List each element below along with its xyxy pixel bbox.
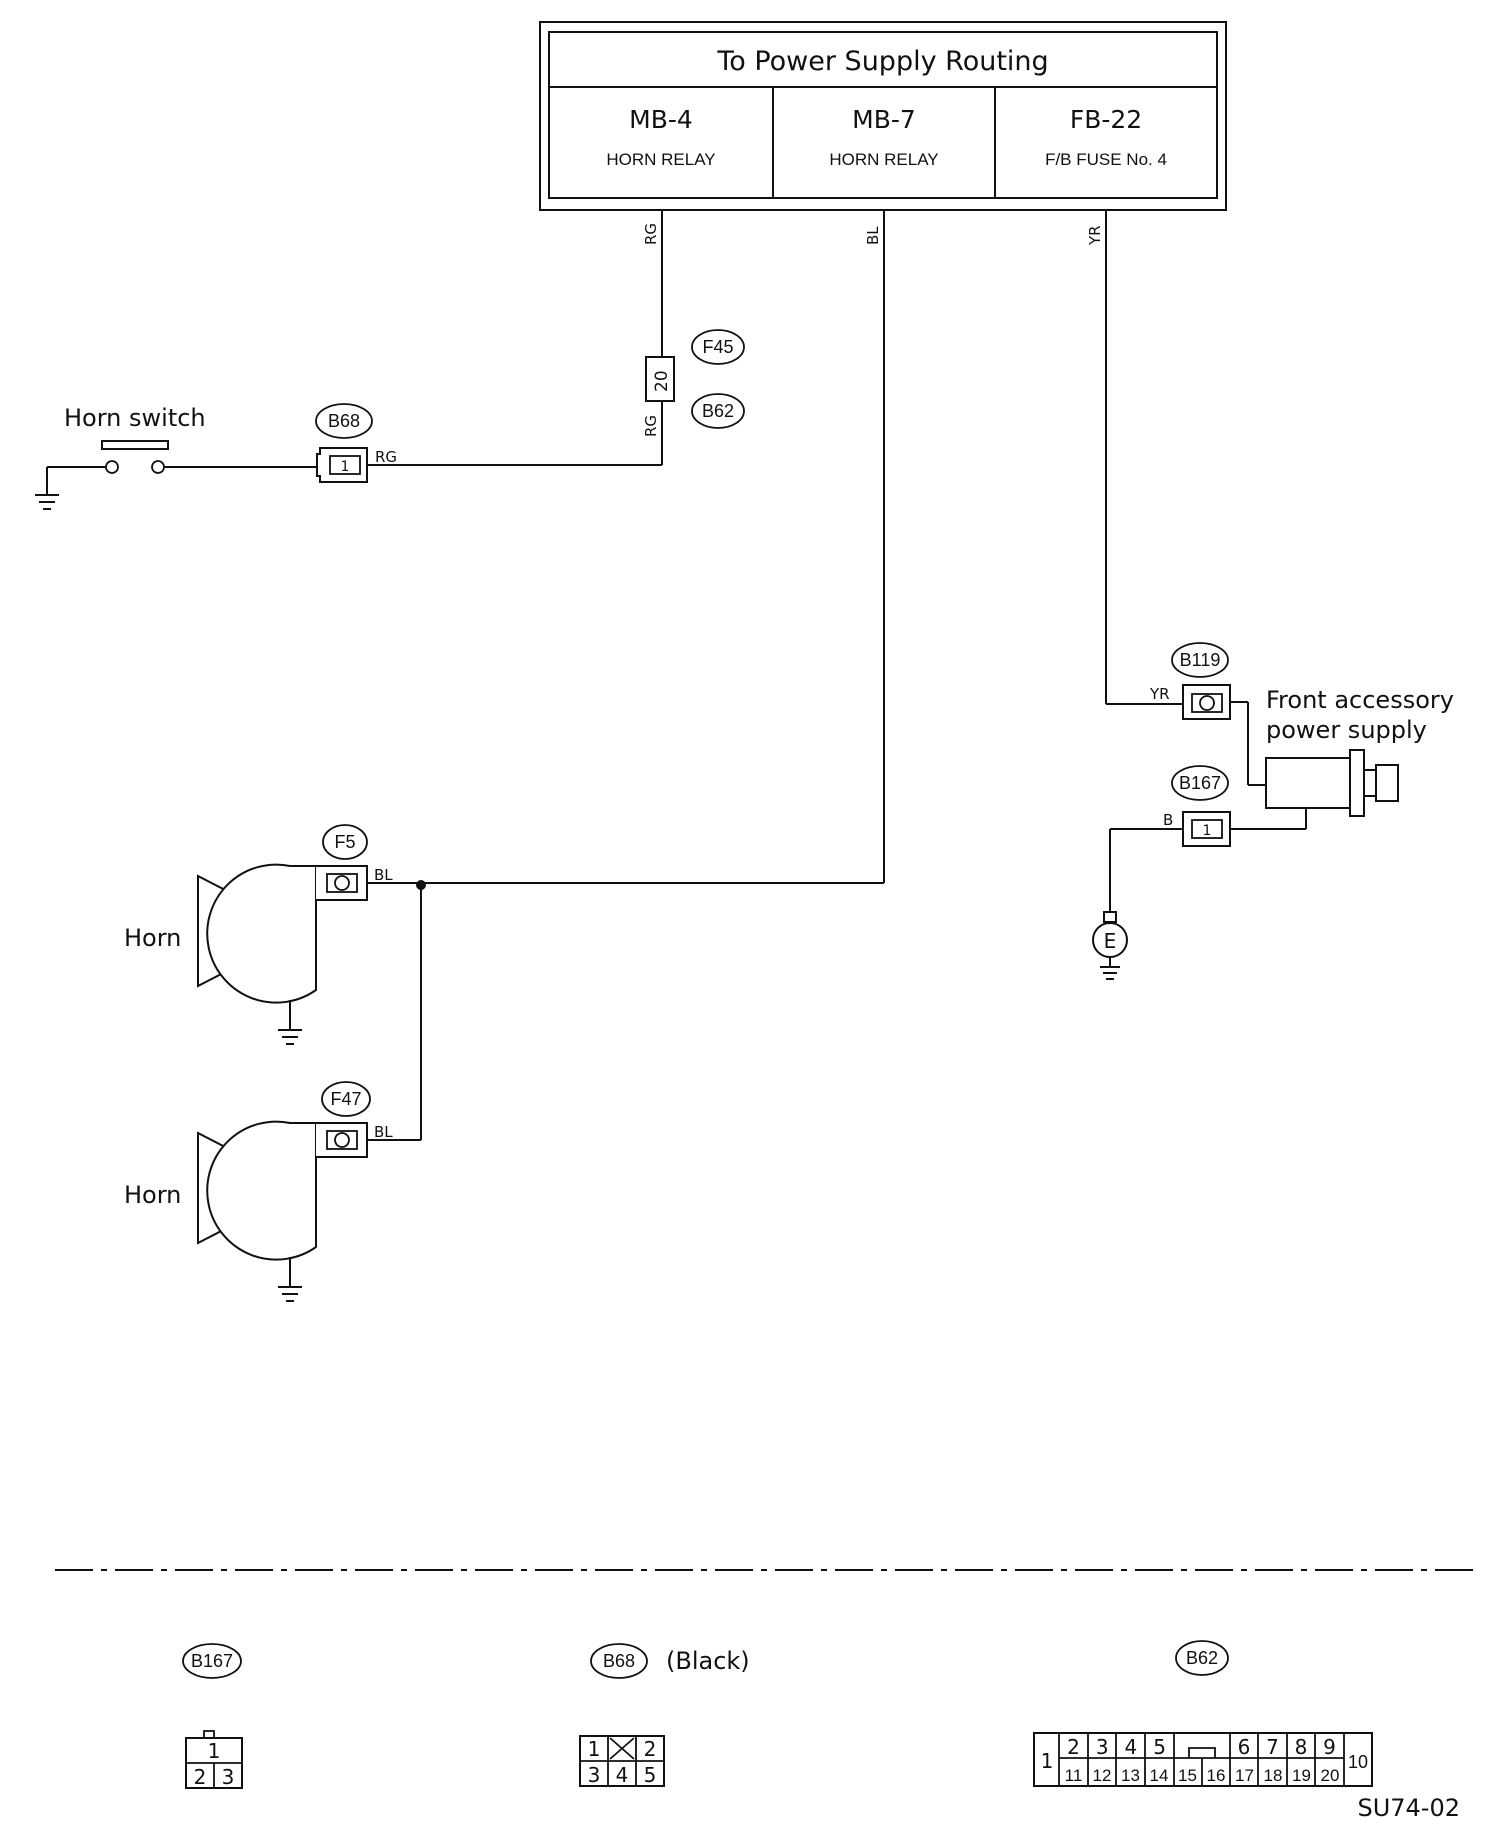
b62-view-pin-10: 10 xyxy=(1348,1752,1368,1772)
b167-pin-label: 1 xyxy=(1203,823,1212,839)
wire-label-bl-top: BL xyxy=(864,226,882,245)
power-table-title: To Power Supply Routing xyxy=(716,46,1048,77)
b62-view-pin-9: 9 xyxy=(1323,1735,1336,1759)
wire-label-yr-top: YR xyxy=(1086,225,1104,246)
view-label-b167: B167 xyxy=(191,1651,233,1671)
ground-icon xyxy=(278,1029,302,1045)
b62-view-pin-5: 5 xyxy=(1153,1735,1166,1759)
front-acc-label-1: Front accessory xyxy=(1266,686,1454,714)
connector-label-b167: B167 xyxy=(1179,773,1221,793)
ground-e-label: E xyxy=(1104,929,1117,953)
wire-label-rg-top: RG xyxy=(642,223,660,245)
connector-view-b68: B68 (Black) 1 2 3 4 5 xyxy=(579,1643,750,1787)
b62-view-pin-6: 6 xyxy=(1238,1735,1251,1759)
front-accessory-power-supply: Front accessory power supply xyxy=(1265,686,1454,817)
horn-1: Horn F5 xyxy=(124,824,368,1045)
b167-view-pin-1: 1 xyxy=(208,1739,221,1763)
wire-label-bl-f5: BL xyxy=(374,866,393,884)
b62-view-pin-3: 3 xyxy=(1096,1735,1109,1759)
b62-pin-label: 20 xyxy=(652,370,672,392)
horn-switch: Horn switch xyxy=(35,404,317,510)
rg-wire: RG RG RG xyxy=(367,210,663,466)
power-cell-code-3: FB-22 xyxy=(1070,105,1142,134)
connector-b167: B167 1 xyxy=(1171,765,1231,847)
wire-label-yr-b119: YR xyxy=(1149,685,1170,703)
figure-id: SU74-02 xyxy=(1357,1794,1460,1822)
power-cell-code-2: MB-7 xyxy=(852,105,916,134)
wire-label-rg-b68: RG xyxy=(375,448,397,466)
b68-view-pin-4: 4 xyxy=(616,1763,629,1787)
b167-view-pin-3: 3 xyxy=(222,1765,235,1789)
b68-pin-label: 1 xyxy=(341,459,350,475)
horn-2-label: Horn xyxy=(124,1181,181,1209)
horn-switch-label: Horn switch xyxy=(64,404,206,432)
connector-label-b68: B68 xyxy=(328,411,360,431)
ground-e: E xyxy=(1092,911,1128,980)
front-acc-label-2: power supply xyxy=(1266,716,1427,744)
connector-f45-b62: 20 F45 B62 xyxy=(645,329,745,429)
b62-view-pin-1: 1 xyxy=(1041,1749,1054,1773)
view-label-b62: B62 xyxy=(1186,1648,1218,1668)
b62-view-pin-17: 17 xyxy=(1235,1766,1254,1785)
b167-view-pin-2: 2 xyxy=(194,1765,207,1789)
view-color-b68: (Black) xyxy=(666,1647,750,1675)
connector-label-f47: F47 xyxy=(330,1089,361,1109)
b-wire: B xyxy=(1109,808,1307,912)
power-cell-desc-1: HORN RELAY xyxy=(606,150,715,169)
horn-2: Horn F47 xyxy=(124,1081,371,1302)
wire-label-bl-f47: BL xyxy=(374,1123,393,1141)
b62-view-pin-18: 18 xyxy=(1264,1766,1283,1785)
power-cell-code-1: MB-4 xyxy=(629,105,693,134)
bl-wire: BL BL BL xyxy=(367,210,885,1141)
b62-view-pin-15: 15 xyxy=(1178,1766,1197,1785)
b62-view-pin-14: 14 xyxy=(1150,1766,1169,1785)
wire-label-rg-mid: RG xyxy=(642,415,660,437)
b62-view-pin-13: 13 xyxy=(1121,1766,1140,1785)
wire-label-b: B xyxy=(1163,811,1173,829)
ground-icon xyxy=(278,1286,302,1302)
connector-b119: B119 xyxy=(1171,642,1266,786)
ground-icon xyxy=(1100,966,1120,980)
b68-view-pin-2: 2 xyxy=(644,1737,657,1761)
power-cell-desc-2: HORN RELAY xyxy=(829,150,938,169)
b68-view-pin-3: 3 xyxy=(588,1763,601,1787)
connector-label-f5: F5 xyxy=(334,832,355,852)
b62-view-pin-20: 20 xyxy=(1321,1766,1340,1785)
yr-wire: YR YR xyxy=(1086,210,1183,705)
b62-view-pin-12: 12 xyxy=(1093,1766,1112,1785)
b68-view-pin-1: 1 xyxy=(588,1737,601,1761)
b62-view-pin-7: 7 xyxy=(1266,1735,1279,1759)
connector-label-b119: B119 xyxy=(1180,650,1221,670)
power-cell-desc-3: F/B FUSE No. 4 xyxy=(1045,150,1167,169)
b62-view-pin-11: 11 xyxy=(1065,1766,1083,1785)
power-supply-table: To Power Supply Routing MB-4 HORN RELAY … xyxy=(539,21,1227,211)
b68-view-pin-5: 5 xyxy=(644,1763,657,1787)
view-label-b68: B68 xyxy=(603,1651,635,1671)
b62-view-pin-4: 4 xyxy=(1125,1735,1138,1759)
b62-view-pin-16: 16 xyxy=(1207,1766,1226,1785)
ground-icon xyxy=(35,494,59,510)
horn-1-label: Horn xyxy=(124,924,181,952)
connector-label-f45: F45 xyxy=(702,337,733,357)
b62-view-pin-8: 8 xyxy=(1295,1735,1308,1759)
b62-view-pin-2: 2 xyxy=(1067,1735,1080,1759)
connector-view-b167: B167 1 2 3 xyxy=(182,1643,243,1789)
connector-label-b62: B62 xyxy=(702,401,734,421)
b62-view-pin-19: 19 xyxy=(1292,1766,1311,1785)
connector-b68: B68 1 xyxy=(315,403,373,483)
